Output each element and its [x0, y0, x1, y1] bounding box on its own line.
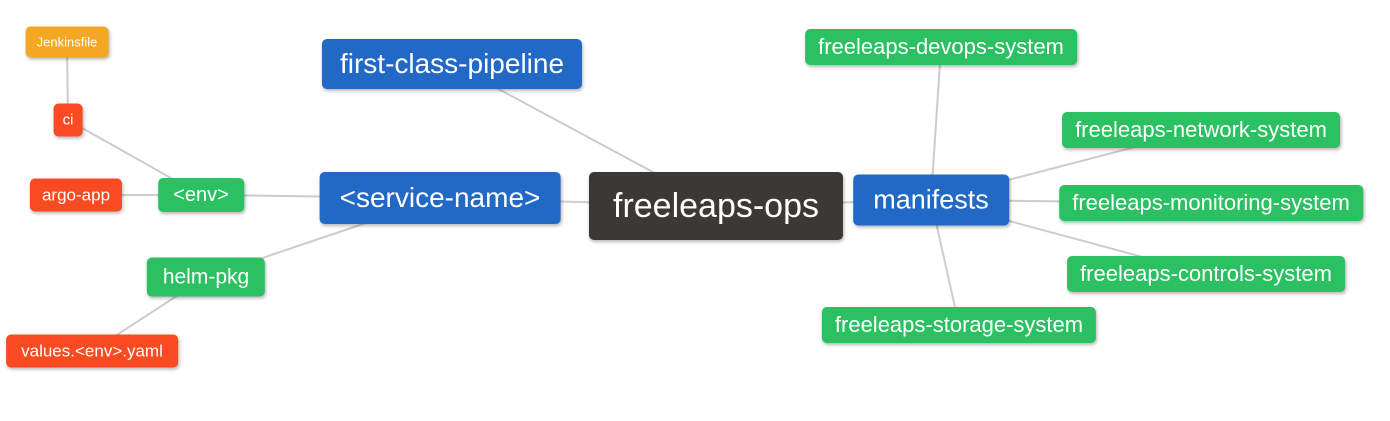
node-env[interactable]: <env> [158, 178, 244, 212]
node-freeleaps-storage-system[interactable]: freeleaps-storage-system [821, 307, 1097, 343]
node-ci[interactable]: ci [53, 103, 83, 137]
node-helm-pkg[interactable]: helm-pkg [146, 257, 266, 297]
node-manifests[interactable]: manifests [853, 174, 1009, 226]
node-freeleaps-monitoring-system[interactable]: freeleaps-monitoring-system [1059, 185, 1363, 221]
node-first-class-pipeline[interactable]: first-class-pipeline [321, 39, 583, 89]
node-freeleaps-ops-root[interactable]: freeleaps-ops [588, 172, 844, 240]
node-freeleaps-controls-system[interactable]: freeleaps-controls-system [1067, 256, 1345, 292]
node-freeleaps-network-system[interactable]: freeleaps-network-system [1062, 112, 1340, 148]
node-jenkinsfile[interactable]: Jenkinsfile [25, 26, 109, 58]
node-argo-app[interactable]: argo-app [29, 178, 123, 212]
node-freeleaps-devops-system[interactable]: freeleaps-devops-system [805, 29, 1077, 65]
node-service-name[interactable]: <service-name> [319, 172, 561, 224]
node-values-env-yaml[interactable]: values.<env>.yaml [6, 334, 178, 368]
